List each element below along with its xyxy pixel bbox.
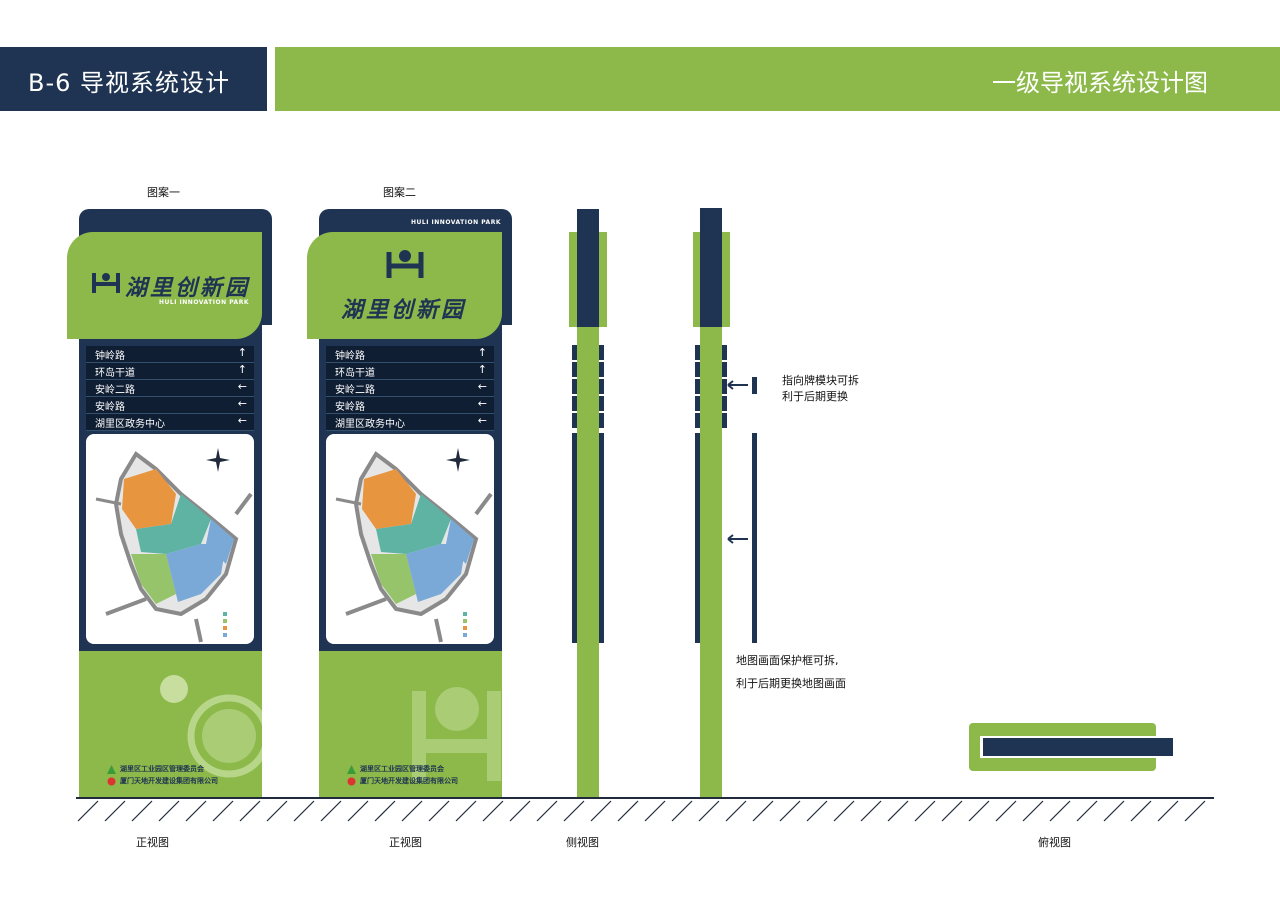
detached-frame	[752, 433, 757, 643]
direction-row: 湖里区政务中心 ←	[86, 414, 254, 431]
decor-logo-watermark	[412, 687, 501, 781]
arrow-left-icon: ←	[237, 380, 247, 393]
org-name-2: 厦门天地开发建设集团有限公司	[360, 777, 458, 785]
brand-name-en: HULI INNOVATION PARK	[159, 299, 249, 306]
sign-lower-panel	[319, 651, 502, 797]
org-logo-icon	[347, 765, 356, 774]
caption-pattern-two: 图案二	[383, 186, 416, 199]
header-left-title: B-6 导视系统设计	[28, 69, 231, 97]
arrow-up-icon: ↑	[477, 346, 487, 359]
direction-label: 安岭路	[95, 402, 125, 413]
header-left-bar: B-6 导视系统设计	[0, 47, 267, 111]
arrow-up-icon: ↑	[237, 346, 247, 359]
compass-icon	[206, 448, 230, 472]
arrow-up-icon: ↑	[477, 363, 487, 376]
logo-h-icon	[92, 273, 120, 293]
sign-front-view-1: 湖里创新园 HULI INNOVATION PARK 钟岭路 ↑ 环岛干道 ↑ …	[67, 209, 274, 797]
direction-label: 安岭二路	[335, 385, 375, 396]
caption-top-view: 俯视图	[1038, 836, 1071, 849]
header-right-title: 一级导视系统设计图	[992, 69, 1208, 97]
caption-pattern-one: 图案一	[147, 186, 180, 199]
org-name-1: 湖里区工业园区管理委员会	[120, 765, 204, 773]
direction-label: 环岛干道	[335, 368, 375, 379]
ground-line	[76, 797, 1214, 799]
org-logo-icon	[107, 765, 116, 774]
direction-label: 钟岭路	[95, 351, 125, 362]
note-module-line2: 利于后期更换	[782, 390, 848, 403]
caption-front-view-2: 正视图	[389, 836, 422, 849]
note-module-line1: 指向牌模块可拆	[782, 374, 859, 387]
direction-label: 钟岭路	[335, 351, 365, 362]
caption-side-view: 侧视图	[566, 836, 599, 849]
org-logo-icon	[107, 777, 116, 786]
park-map	[86, 434, 254, 644]
direction-row: 钟岭路 ↑	[326, 346, 494, 363]
brand-name-cn: 湖里创新园	[125, 275, 251, 301]
sign-head-panel: 湖里创新园	[307, 232, 502, 339]
direction-row: 钟岭路 ↑	[86, 346, 254, 363]
map-graphic	[95, 451, 253, 643]
direction-label: 环岛干道	[95, 368, 135, 379]
sign-head-panel: 湖里创新园 HULI INNOVATION PARK	[67, 232, 262, 339]
arrow-left-icon: ←	[237, 414, 247, 427]
direction-row: 安岭二路 ←	[326, 380, 494, 397]
arrow-left-icon: ←	[477, 397, 487, 410]
direction-label: 安岭路	[335, 402, 365, 413]
note-frame-line1: 地图画面保护框可拆,	[736, 654, 839, 667]
note-frame-line2: 利于后期更换地图画面	[736, 677, 846, 690]
brand-name-cn: 湖里创新园	[341, 297, 467, 323]
arrow-left-icon	[727, 380, 748, 390]
direction-label: 安岭二路	[95, 385, 135, 396]
direction-label: 湖里区政务中心	[335, 419, 405, 430]
org-logo-icon	[347, 777, 356, 786]
ground-hatch	[77, 800, 1206, 822]
header-right-bar: 一级导视系统设计图	[275, 47, 1280, 111]
arrow-up-icon: ↑	[237, 363, 247, 376]
compass-icon	[446, 448, 470, 472]
direction-row: 环岛干道 ↑	[86, 363, 254, 380]
park-map	[326, 434, 494, 644]
direction-row: 环岛干道 ↑	[326, 363, 494, 380]
top-band-text: HULI INNOVATION PARK	[411, 219, 501, 226]
direction-row: 安岭路 ←	[86, 397, 254, 414]
direction-row: 湖里区政务中心 ←	[326, 414, 494, 431]
detached-module	[752, 377, 757, 394]
direction-row: 安岭二路 ←	[86, 380, 254, 397]
arrow-left-icon: ←	[237, 397, 247, 410]
caption-front-view-1: 正视图	[136, 836, 169, 849]
arrow-left-icon: ←	[477, 414, 487, 427]
arrow-left-icon	[727, 534, 748, 544]
direction-row: 安岭路 ←	[326, 397, 494, 414]
logo-h-icon	[386, 250, 424, 278]
direction-label: 湖里区政务中心	[95, 419, 165, 430]
org-name-2: 厦门天地开发建设集团有限公司	[120, 777, 218, 785]
arrow-left-icon: ←	[477, 380, 487, 393]
map-graphic	[335, 451, 493, 643]
sign-front-view-2: HULI INNOVATION PARK 湖里创新园 钟岭路 ↑ 环岛干道 ↑ …	[307, 209, 514, 797]
org-name-1: 湖里区工业园区管理委员会	[360, 765, 444, 773]
legend-icons	[223, 612, 227, 637]
legend-icons	[463, 612, 467, 637]
